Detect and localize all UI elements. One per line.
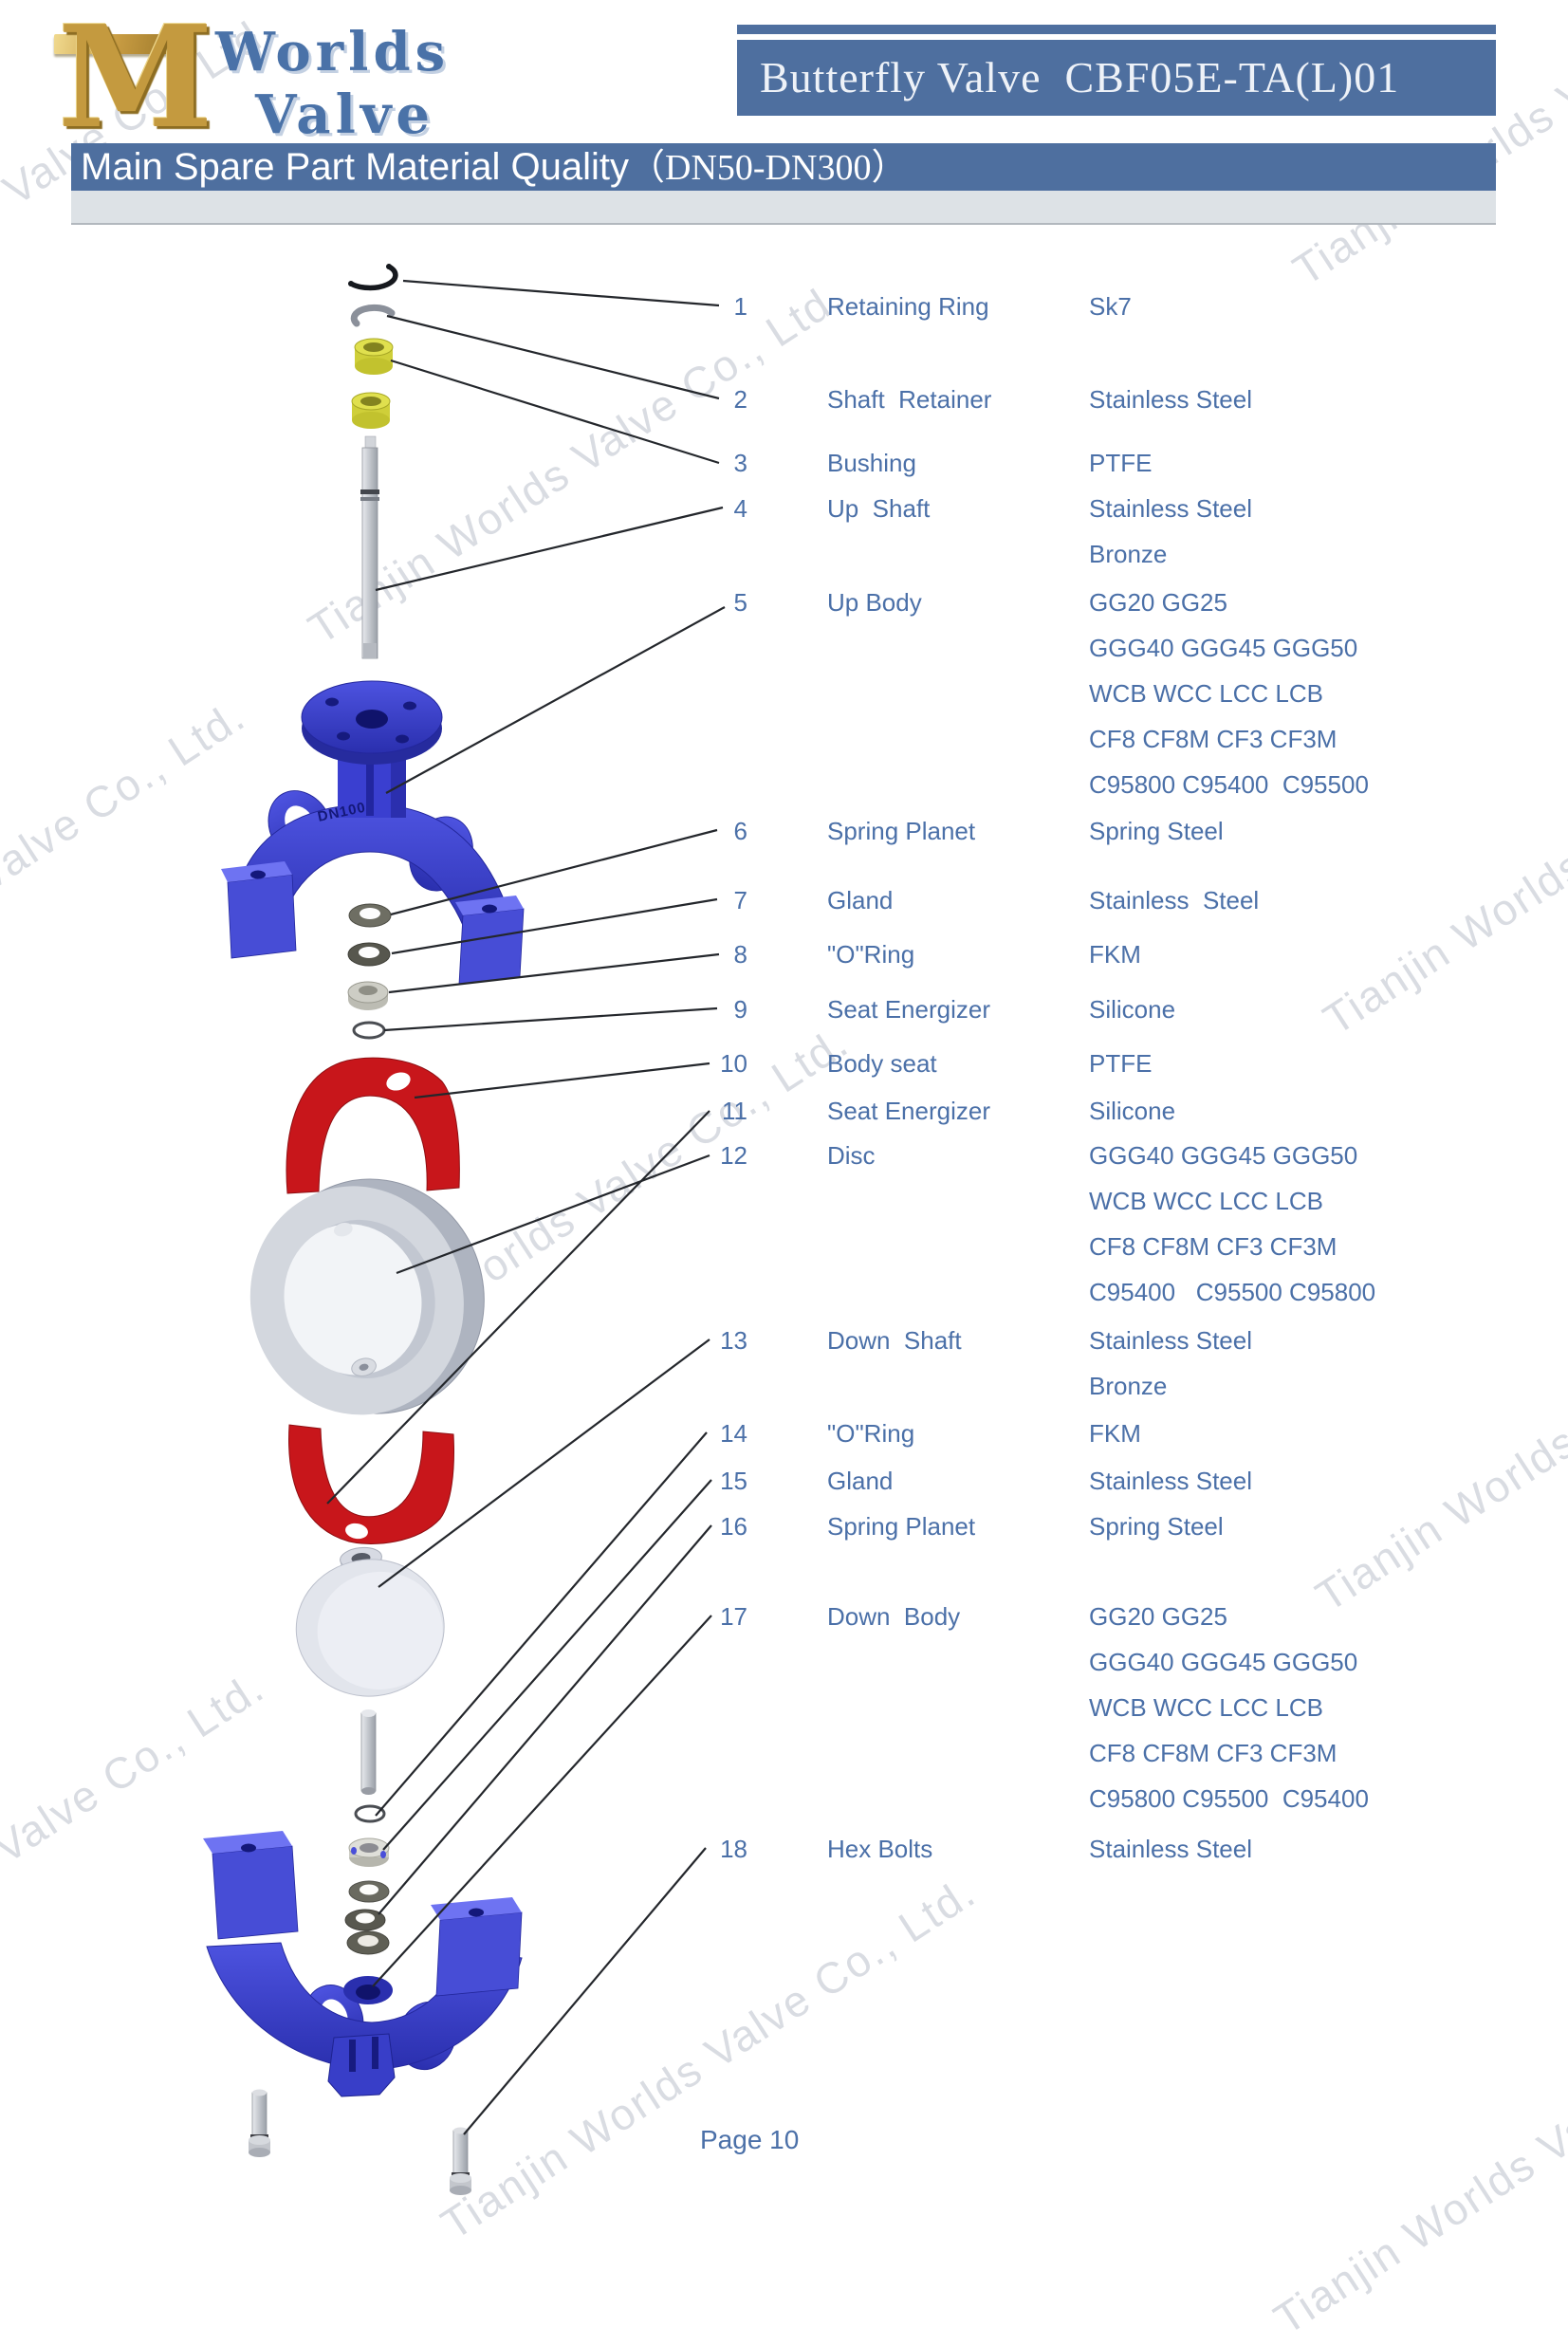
- part-material: Stainless Steel: [1089, 1326, 1252, 1355]
- part-material: GG20 GG25: [1089, 1602, 1227, 1631]
- part-name: Disc: [827, 1141, 876, 1170]
- page-number: Page 10: [700, 2125, 800, 2154]
- part-material: Stainless Steel: [1089, 886, 1260, 914]
- section-size-range: （DN50-DN300）: [629, 148, 908, 188]
- part-name: Seat Energizer: [827, 1097, 990, 1125]
- part-material: Silicone: [1089, 1097, 1176, 1125]
- title-accent-bar: [737, 25, 1496, 34]
- part-material: Bronze: [1089, 540, 1168, 568]
- part-name: Gland: [827, 886, 894, 914]
- part-material: Stainless Steel: [1089, 494, 1252, 523]
- part-material: Spring Steel: [1089, 817, 1224, 845]
- part-material: PTFE: [1089, 449, 1153, 477]
- part-material: FKM: [1089, 940, 1141, 969]
- part-name: Gland: [827, 1467, 894, 1495]
- part-material: Silicone: [1089, 995, 1176, 1024]
- part-number: 2: [733, 385, 747, 414]
- part-material: Bronze: [1089, 1372, 1168, 1400]
- part-name: Retaining Ring: [827, 292, 989, 321]
- part-material: C95800 C95500 C95400: [1089, 1784, 1369, 1813]
- document-title: Butterfly Valve CBF05E-TA(L)01: [737, 40, 1496, 116]
- part-name: Seat Energizer: [827, 995, 990, 1024]
- part-material: Spring Steel: [1089, 1512, 1224, 1541]
- part-number: 15: [720, 1467, 747, 1495]
- logo-wordmark-line1: Worlds: [215, 21, 451, 83]
- section-header: Main Spare Part Material Quality（DN50-DN…: [71, 143, 1496, 191]
- logo-monogram: M: [58, 0, 213, 159]
- part-number: 5: [733, 588, 747, 617]
- part-material: Stainless Steel: [1089, 1835, 1252, 1863]
- part-material: C95400 C95500 C95800: [1089, 1278, 1376, 1306]
- part-material: WCB WCC LCC LCB: [1089, 1693, 1324, 1722]
- part-number: 3: [733, 449, 747, 477]
- part-name: Spring Planet: [827, 817, 976, 845]
- part-material: PTFE: [1089, 1049, 1153, 1078]
- part-name: Up Shaft: [827, 494, 931, 523]
- part-number: 13: [720, 1326, 747, 1355]
- part-name: Down Body: [827, 1602, 961, 1631]
- section-title: Main Spare Part Material Quality: [81, 146, 630, 188]
- part-number: 10: [720, 1049, 747, 1078]
- part-material: GGG40 GGG45 GGG50: [1089, 1648, 1358, 1676]
- part-number: 6: [733, 817, 747, 845]
- part-name: Body seat: [827, 1049, 937, 1078]
- part-material: WCB WCC LCC LCB: [1089, 679, 1324, 708]
- part-name: Bushing: [827, 449, 916, 477]
- part-material: C95800 C95400 C95500: [1089, 770, 1369, 799]
- part-material: GG20 GG25: [1089, 588, 1227, 617]
- part-name: Shaft Retainer: [827, 385, 992, 414]
- part-number: 17: [720, 1602, 747, 1631]
- part-name: Hex Bolts: [827, 1835, 933, 1863]
- logo-monogram-bar: [54, 34, 196, 54]
- company-logo: M Worlds Valve: [54, 2, 452, 164]
- part-material: CF8 CF8M CF3 CF3M: [1089, 1739, 1337, 1767]
- part-name: "O"Ring: [827, 940, 915, 969]
- part-material: Stainless Steel: [1089, 385, 1252, 414]
- part-material: GGG40 GGG45 GGG50: [1089, 634, 1358, 662]
- part-name: "O"Ring: [827, 1419, 915, 1448]
- part-material: GGG40 GGG45 GGG50: [1089, 1141, 1358, 1170]
- part-number: 16: [720, 1512, 747, 1541]
- part-material: FKM: [1089, 1419, 1141, 1448]
- part-number: 9: [733, 995, 747, 1024]
- part-material: CF8 CF8M CF3 CF3M: [1089, 1232, 1337, 1261]
- part-material: WCB WCC LCC LCB: [1089, 1187, 1324, 1215]
- part-material: CF8 CF8M CF3 CF3M: [1089, 725, 1337, 753]
- part-name: Up Body: [827, 588, 922, 617]
- section-header-underline: [71, 191, 1496, 225]
- part-name: Down Shaft: [827, 1326, 962, 1355]
- part-number: 4: [733, 494, 747, 523]
- part-material: Sk7: [1089, 292, 1132, 321]
- part-number: 12: [720, 1141, 747, 1170]
- part-material: Stainless Steel: [1089, 1467, 1252, 1495]
- part-number: 7: [733, 886, 747, 914]
- part-number: 11: [722, 1097, 747, 1125]
- part-number: 1: [733, 292, 747, 321]
- part-name: Spring Planet: [827, 1512, 976, 1541]
- part-number: 8: [733, 940, 747, 969]
- part-number: 18: [720, 1835, 747, 1863]
- logo-wordmark-line2: Valve: [255, 83, 435, 146]
- part-number: 14: [720, 1419, 747, 1448]
